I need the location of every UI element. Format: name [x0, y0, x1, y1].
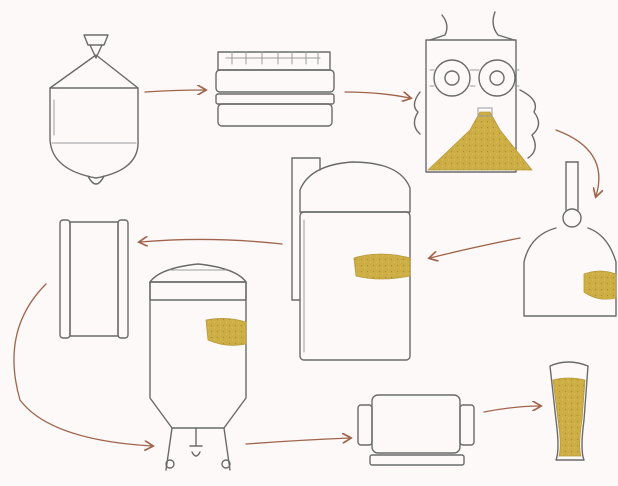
lauter-tank-icon	[291, 157, 411, 361]
filter-roller-icon	[357, 394, 475, 466]
arrow-6	[13, 283, 152, 446]
arrow-7	[245, 438, 350, 445]
beer-glass-icon	[549, 361, 589, 461]
brew-kettle-icon	[523, 161, 617, 317]
arrow-8	[483, 406, 540, 413]
grain-hopper-icon	[49, 34, 139, 185]
conical-fermenter-icon	[149, 263, 247, 471]
arrow-3	[555, 129, 599, 196]
gear-mill-icon	[413, 11, 540, 173]
plate-cooler-icon	[59, 219, 129, 339]
arrow-1	[144, 90, 205, 92]
arrow-5	[140, 239, 283, 244]
arrow-2	[344, 91, 410, 98]
arrow-4	[430, 237, 521, 258]
roller-press-icon	[215, 51, 335, 127]
